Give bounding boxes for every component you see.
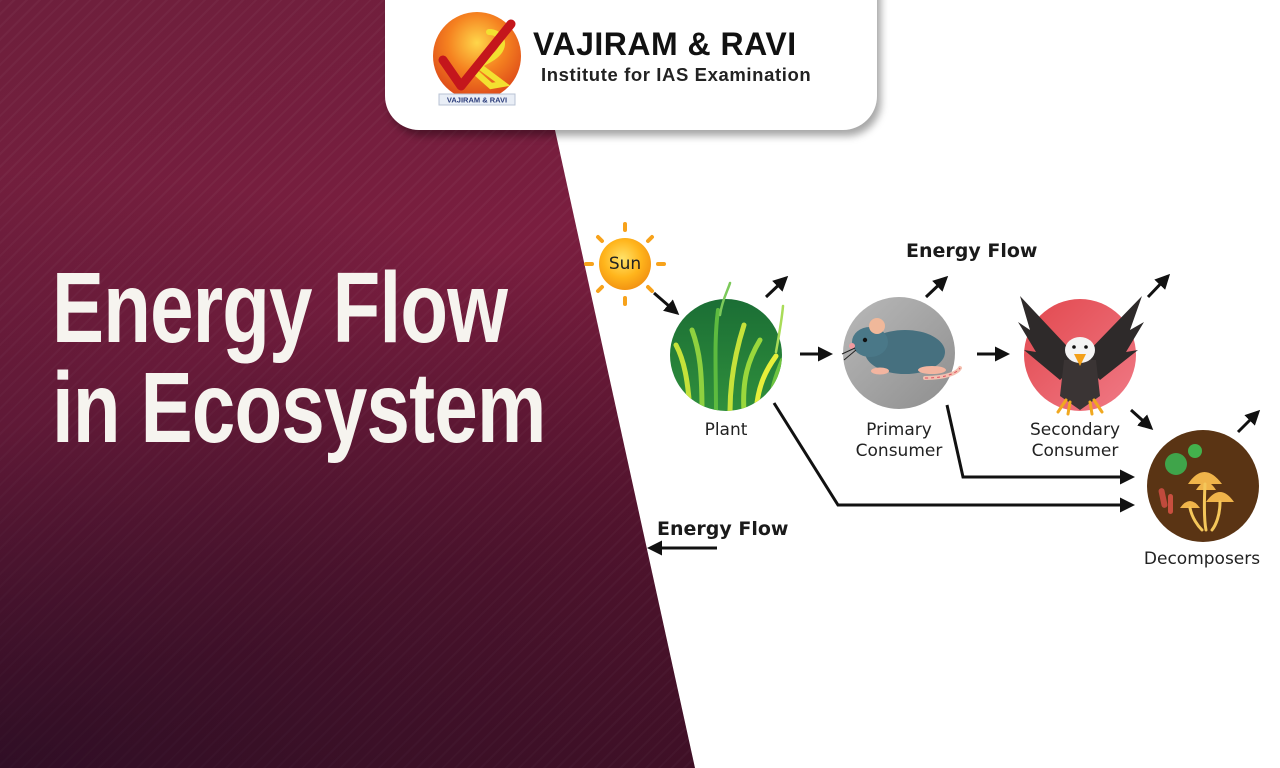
grass-icon	[670, 281, 785, 411]
logo-card: VAJIRAM & RAVI VAJIRAM & RAVI Institute …	[385, 0, 877, 130]
arrow-secondary-to-decomposers	[1129, 408, 1154, 431]
arrow-plant-to-decomposers	[772, 402, 1135, 513]
title-line-1: Energy Flow	[52, 252, 508, 364]
primary-consumer-line-2: Consumer	[855, 441, 943, 461]
logo-name: VAJIRAM & RAVI	[533, 26, 797, 62]
bottom-energy-flow-label: Energy Flow	[657, 518, 789, 540]
secondary-consumer-line-1: Secondary	[1029, 420, 1121, 440]
sun-icon	[584, 222, 666, 306]
secondary-consumer-label: Secondary Consumer	[1012, 420, 1138, 462]
arrow-secondary-heat-loss	[1146, 273, 1171, 299]
logo-ribbon-text: VAJIRAM & RAVI	[447, 96, 507, 105]
top-energy-flow-label: Energy Flow	[906, 240, 1038, 262]
flow-arrows	[647, 273, 1261, 556]
page-title: Energy Flow in Ecosystem	[52, 258, 546, 458]
arrow-plant-heat-loss	[764, 275, 789, 299]
eagle-icon	[1018, 296, 1144, 416]
sun-label: Sun	[608, 254, 642, 274]
logo-tagline: Institute for IAS Examination	[541, 64, 812, 85]
decomposers-label: Decomposers	[1143, 549, 1261, 569]
primary-consumer-label: Primary Consumer	[836, 420, 962, 462]
arrow-sun-to-plant	[653, 291, 680, 315]
plant-label: Plant	[704, 420, 748, 440]
primary-consumer-line-1: Primary	[866, 420, 932, 440]
arrow-primary-heat-loss	[924, 275, 949, 299]
secondary-consumer-line-2: Consumer	[1031, 441, 1119, 461]
title-line-2: in Ecosystem	[52, 352, 546, 464]
mouse-icon	[841, 297, 962, 409]
logo-emblem-icon: VAJIRAM & RAVI	[433, 12, 521, 106]
mushroom-icon	[1147, 430, 1259, 542]
arrow-decomposers-heat-loss	[1236, 409, 1261, 434]
arrow-primary-to-decomposers	[945, 404, 1135, 485]
